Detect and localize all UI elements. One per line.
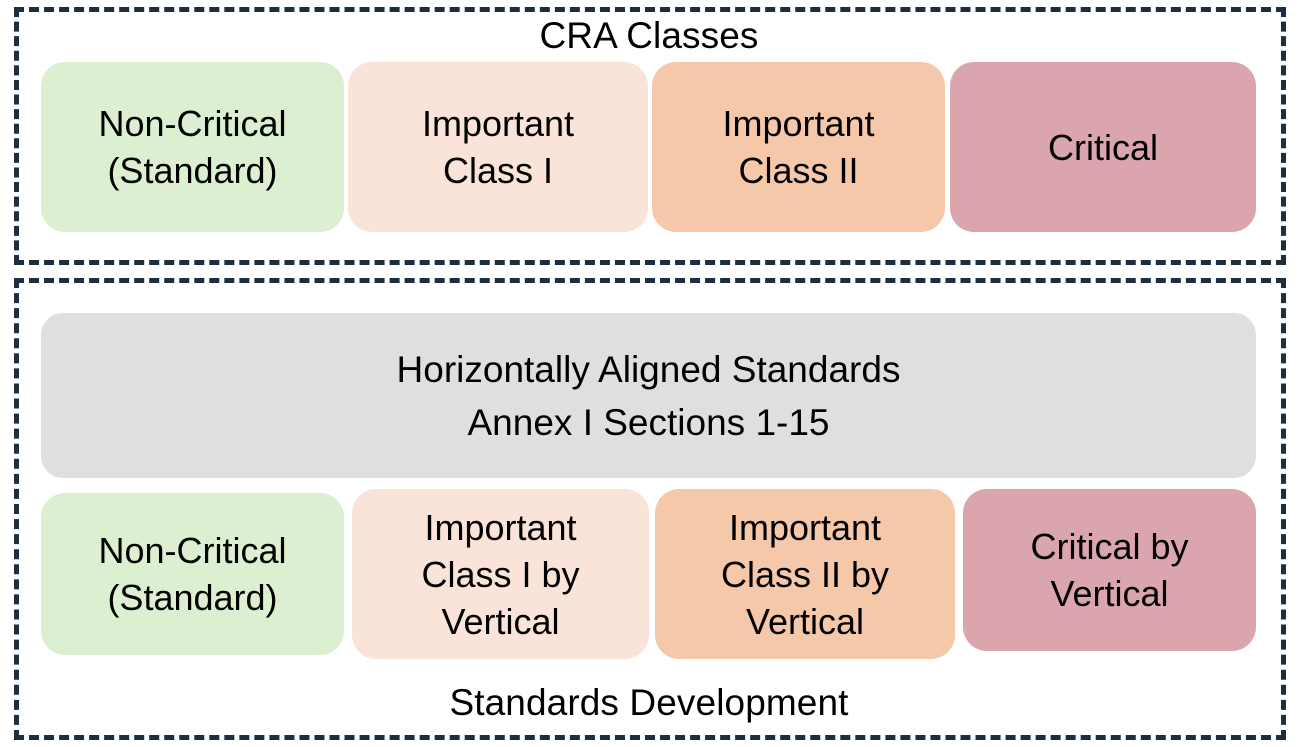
standards-development-caption: Standards Development (449, 682, 849, 723)
std-box-important-class-ii-by-vertical-line1: Important (728, 506, 882, 548)
cra-box-non-critical-label: Non-Critical (Standard) (98, 100, 286, 194)
std-box-non-critical-line2: (Standard) (107, 577, 278, 618)
cra-box-non-critical-line2: (Standard) (107, 150, 278, 191)
cra-box-important-class-i-label: Important Class I (422, 100, 574, 194)
std-box-important-class-ii-by-vertical-line2: Class II by (720, 553, 890, 595)
cra-box-important-class-i[interactable]: Important Class I (348, 62, 648, 232)
std-box-critical-by-vertical-label: Critical by Vertical (1030, 523, 1188, 617)
cra-box-important-class-ii-line2: Class II (738, 150, 859, 191)
cra-box-important-class-ii-label: Important Class II (722, 100, 874, 194)
std-box-critical-by-vertical-line2: Vertical (1050, 573, 1169, 614)
cra-box-critical[interactable]: Critical (950, 62, 1256, 232)
std-box-critical-by-vertical-line1: Critical by (1030, 526, 1189, 567)
std-box-important-class-i-by-vertical-line1: Important (424, 506, 577, 548)
cra-box-non-critical-line1: Non-Critical (98, 103, 287, 144)
std-box-important-class-ii-by-vertical-line3: Vertical (745, 600, 865, 642)
std-box-important-class-i-by-vertical-line2: Class I by (421, 553, 580, 595)
std-box-important-class-i-by-vertical[interactable]: Important Class I by Vertical (352, 489, 649, 659)
cra-classes-caption: CRA Classes (539, 15, 759, 56)
cra-box-critical-line1: Critical (1047, 126, 1158, 168)
cra-box-non-critical[interactable]: Non-Critical (Standard) (41, 62, 344, 232)
horizontally-aligned-standards-band[interactable]: Horizontally Aligned Standards Annex I S… (41, 313, 1256, 478)
cra-box-important-class-i-line2: Class I (442, 150, 553, 191)
horizontal-band-line2: Annex I Sections 1-15 (467, 401, 830, 443)
cra-box-critical-label: Critical (1048, 124, 1158, 171)
std-box-important-class-i-by-vertical-label: Important Class I by Vertical (421, 504, 579, 645)
cra-box-important-class-ii[interactable]: Important Class II (652, 62, 945, 232)
cra-box-important-class-i-line1: Important (421, 103, 575, 144)
cra-classes-group-frame (14, 7, 1286, 265)
std-box-important-class-i-by-vertical-line3: Vertical (441, 600, 560, 642)
std-box-non-critical-label: Non-Critical (Standard) (98, 527, 286, 621)
std-box-non-critical-line1: Non-Critical (98, 530, 287, 571)
std-box-important-class-ii-by-vertical-label: Important Class II by Vertical (721, 504, 889, 645)
std-box-critical-by-vertical[interactable]: Critical by Vertical (963, 489, 1256, 651)
std-box-non-critical[interactable]: Non-Critical (Standard) (41, 493, 344, 655)
std-box-important-class-ii-by-vertical[interactable]: Important Class II by Vertical (655, 489, 955, 659)
horizontal-band-line1: Horizontally Aligned Standards (396, 348, 901, 390)
standards-development-group-frame (14, 278, 1286, 740)
cra-box-important-class-ii-line1: Important (722, 103, 875, 144)
